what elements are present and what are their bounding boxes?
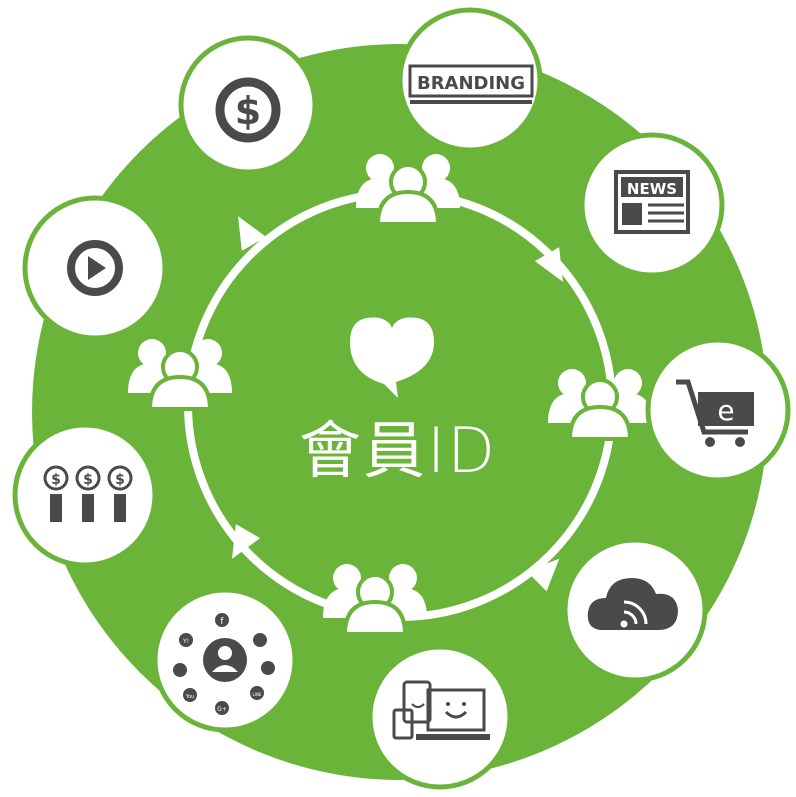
outer-node-dollar: $ [178,35,318,175]
sponsors-icon: $ $ $ [43,465,133,522]
svg-text:You: You [185,694,195,700]
svg-text:LINE: LINE [253,692,262,697]
outer-node-cloud [562,537,708,683]
branding-text: BRANDING [417,73,525,94]
play-icon [67,240,123,296]
svg-text:G+: G+ [217,706,227,713]
dollar-icon [215,77,281,143]
outer-node-sponsors: $ $ $ [12,422,158,568]
svg-text:$: $ [235,89,261,133]
outer-node-branding: BRANDING [397,7,543,153]
svg-text:$: $ [51,472,61,488]
outer-node-news: NEWS [579,132,725,278]
outer-node-devices [367,644,513,790]
svg-text:$: $ [115,472,125,488]
outer-node-social: f Y! You G+ LINE [152,587,298,733]
outer-node-ecommerce: e [645,337,791,483]
news-text: NEWS [627,180,677,198]
svg-text:Y!: Y! [182,638,189,645]
svg-text:$: $ [83,472,93,488]
svg-text:f: f [220,617,224,627]
member-id-label: 會員ID [298,414,498,487]
heart-logo-icon [350,317,434,398]
outer-node-play [22,195,168,341]
ecommerce-letter: e [717,394,734,427]
